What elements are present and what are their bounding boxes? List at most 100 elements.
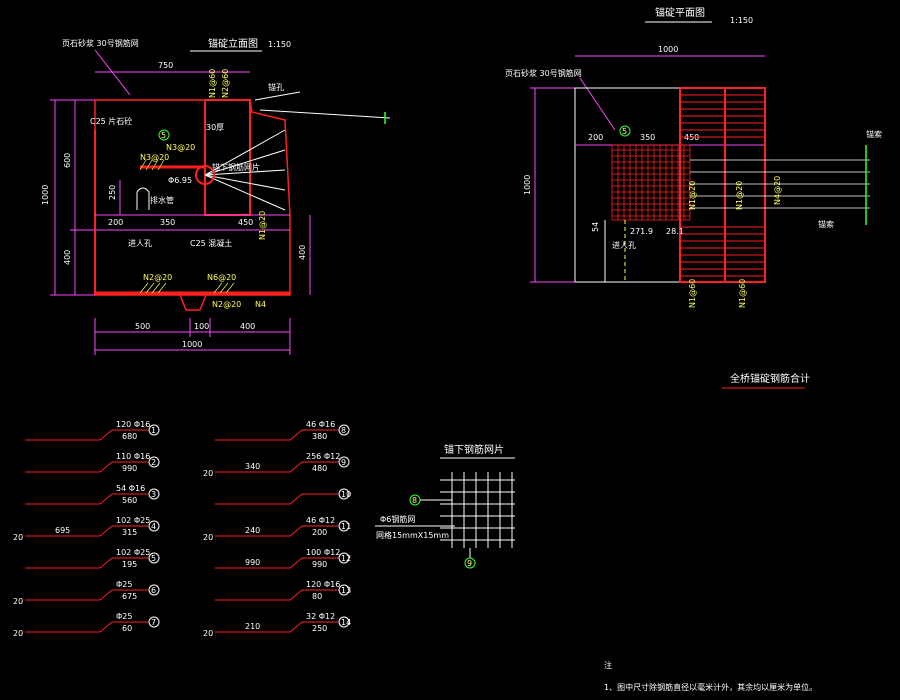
bar-number-bubble	[338, 552, 350, 564]
label-n6: N6@20	[207, 273, 236, 282]
summary-title: 全桥锚碇钢筋合计	[730, 372, 810, 385]
bar-length: 680	[122, 432, 137, 441]
bar-shape	[215, 429, 338, 441]
dim-left-400: 400	[63, 250, 72, 265]
bar-spec: 54 Φ16	[116, 484, 145, 493]
notes-line-1: 1、图中尺寸除钢筋直径以毫米计外，其余均以厘米为单位。	[604, 682, 817, 692]
elevation-view: 锚碇立面图 1:150 页石砂浆 30号钢筋网 750	[41, 37, 391, 355]
plan-dim-200: 200	[588, 133, 603, 142]
bar-shape	[215, 493, 338, 505]
bar-length: 200	[312, 528, 327, 537]
dim-bottom-total: 1000	[182, 340, 202, 349]
dim-inner-200: 200	[108, 218, 123, 227]
label-drain: 排水管	[150, 195, 174, 205]
bar-length: 80	[312, 592, 322, 601]
label-grout: 锚下钢筋网片	[212, 162, 260, 172]
plan-dim-271: 271.9	[630, 227, 653, 236]
bar-row: 32 Φ12 250 210 20 14	[203, 612, 351, 638]
bar-segment: 695	[55, 526, 70, 535]
anchor-head	[195, 165, 215, 185]
leader-line	[579, 77, 616, 131]
dim-bottom-400: 400	[240, 322, 255, 331]
bar-number-bubble	[338, 488, 350, 500]
bar-number: 4	[151, 522, 156, 531]
bar-number-bubble	[338, 520, 350, 532]
label-n3: N3@20	[166, 143, 195, 152]
bar-segment: 340	[245, 462, 260, 471]
bar-number: 6	[151, 586, 156, 595]
bar-length: 380	[312, 432, 327, 441]
dim-left-1000: 1000	[41, 185, 50, 205]
bar-spec: 102 Φ25	[116, 548, 150, 557]
plan-label-n1d: N1@60	[738, 279, 747, 308]
plan-scale: 1:150	[730, 16, 753, 25]
bar-number-bubble	[148, 584, 160, 596]
bar-segment: 990	[245, 558, 260, 567]
bar-spec: 256 Φ12	[306, 452, 340, 461]
plan-label-n1c: N1@60	[688, 279, 697, 308]
bar-number: 10	[341, 490, 351, 499]
cable-line	[204, 174, 286, 191]
bar-row: 10	[215, 488, 351, 505]
bar-spec: 102 Φ25	[116, 516, 150, 525]
bar-spec: 46 Φ12	[306, 516, 335, 525]
mesh-bubble-top-label: 8	[412, 496, 417, 505]
bar-number: 9	[341, 458, 346, 467]
cable-line	[204, 174, 286, 211]
plan-label-hole: 进人孔	[612, 241, 636, 250]
elevation-scale: 1:150	[268, 40, 291, 49]
bar-length: 315	[122, 528, 137, 537]
bar-shape	[215, 557, 338, 569]
elevation-title: 锚碇立面图	[208, 37, 258, 50]
mesh-label-bar: Φ6钢筋网	[380, 514, 415, 524]
plan-rebar-columns	[679, 87, 766, 283]
bar-number: 1	[151, 426, 156, 435]
cable-extension	[254, 91, 301, 101]
bar-number-bubble	[148, 488, 160, 500]
label-side: N1@20	[258, 211, 267, 240]
bar-shape	[215, 621, 338, 633]
bar-shape	[215, 589, 338, 601]
bar-number: 2	[151, 458, 156, 467]
cable-extension	[259, 109, 391, 119]
bar-number: 13	[341, 586, 351, 595]
bar-shape	[25, 589, 148, 601]
bar-number-bubble	[338, 424, 350, 436]
bar-length: 250	[312, 624, 327, 633]
mesh-label-size: 网格15mmX15mm	[376, 530, 449, 540]
bar-tail: 20	[203, 533, 213, 542]
bar-number: 14	[341, 618, 351, 627]
drain-pipe	[136, 187, 150, 210]
bar-spec: 100 Φ12	[306, 548, 340, 557]
notes-heading: 注	[604, 660, 612, 670]
bar-tail: 20	[203, 629, 213, 638]
cable-line	[204, 129, 286, 176]
bar-shape	[25, 493, 148, 505]
bar-spec: 110 Φ16	[116, 452, 150, 461]
plan-label-n4: N4@20	[773, 176, 782, 205]
bar-segment: 240	[245, 526, 260, 535]
plan-title: 锚碇平面图	[655, 6, 705, 19]
plan-view: 锚碇平面图 1:150 页石砂浆 30号钢筋网 1000 1000 200 35…	[505, 6, 882, 308]
bar-length: 675	[122, 592, 137, 601]
bar-length: 990	[122, 464, 137, 473]
bar-spec: 32 Φ12	[306, 612, 335, 621]
bar-shape	[25, 429, 148, 441]
bottom-notch	[179, 294, 207, 311]
bar-number: 12	[341, 554, 351, 563]
ref-bubble	[158, 129, 170, 141]
bar-segment: 210	[245, 622, 260, 631]
dim-bottom-100: 100	[194, 322, 209, 331]
mesh-bubble-top	[409, 494, 421, 506]
bar-number-bubble	[148, 616, 160, 628]
plan-dim-350: 350	[640, 133, 655, 142]
anchor-body-outline	[94, 99, 291, 296]
bar-spec: Φ25	[116, 580, 132, 589]
